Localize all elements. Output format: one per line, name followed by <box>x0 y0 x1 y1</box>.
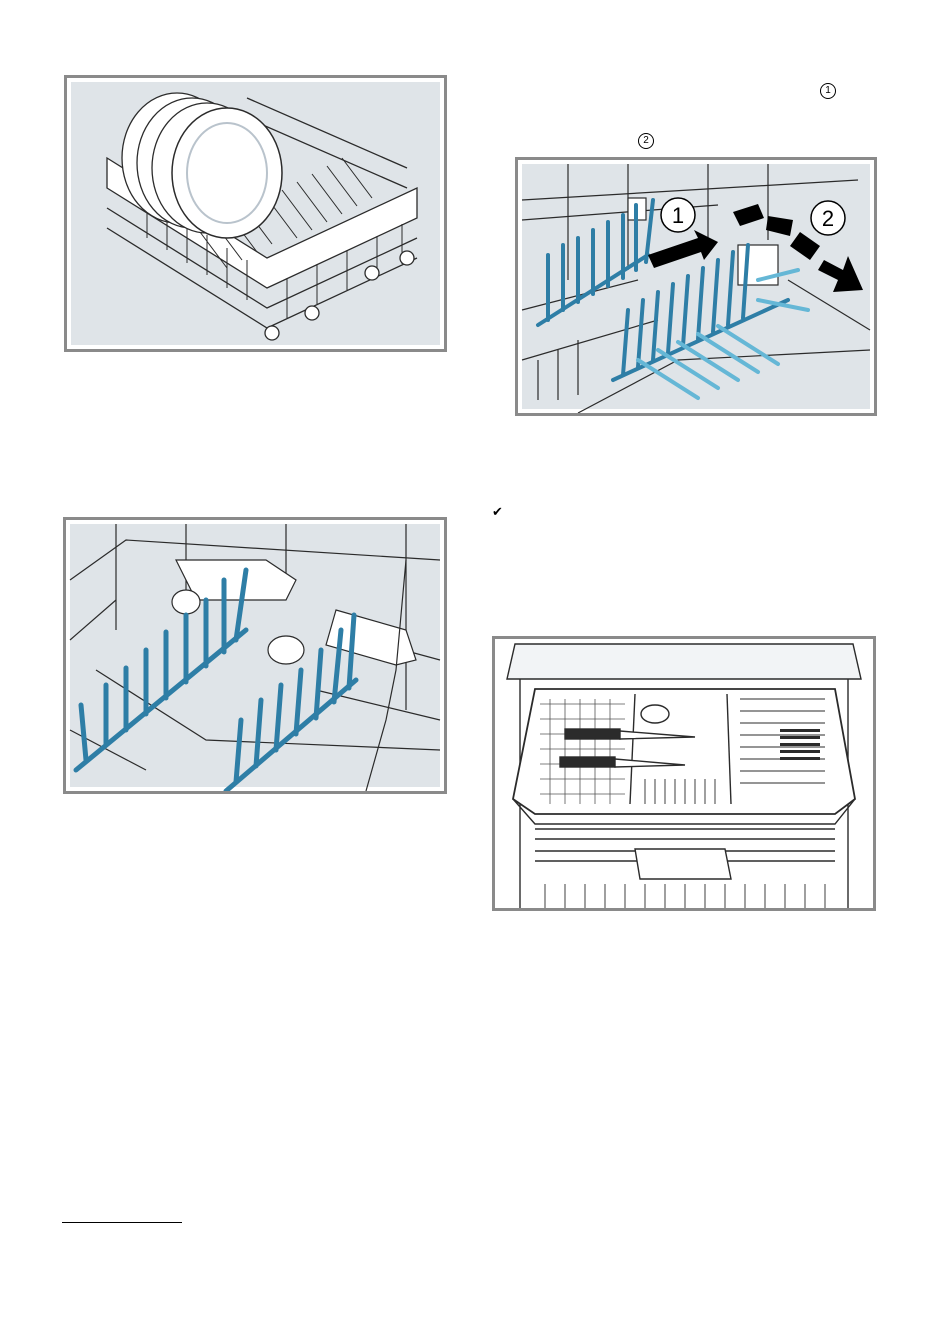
figure-cutlery-drawer <box>492 636 876 911</box>
svg-text:2: 2 <box>822 206 834 231</box>
footnote-divider <box>62 1222 182 1223</box>
circled-number-icon: 2 <box>638 133 654 149</box>
arrow-label-2: 2 <box>811 201 845 235</box>
folding-tines-illustration: 1 2 <box>518 160 874 413</box>
figure-folding-tines: 1 2 <box>515 157 877 416</box>
figure-rack-with-plates <box>64 75 447 352</box>
arrow-label-1: 1 <box>661 198 695 232</box>
rack-plates-illustration <box>67 78 444 349</box>
svg-text:1: 1 <box>672 203 684 228</box>
tines-closeup-illustration <box>66 520 444 791</box>
check-icon: ✔ <box>492 503 503 521</box>
callout-marker-1: 1 <box>820 80 836 99</box>
cutlery-drawer-illustration <box>495 639 873 908</box>
circled-number-icon: 1 <box>820 83 836 99</box>
figure-tines-closeup <box>63 517 447 794</box>
callout-marker-2: 2 <box>638 130 654 149</box>
